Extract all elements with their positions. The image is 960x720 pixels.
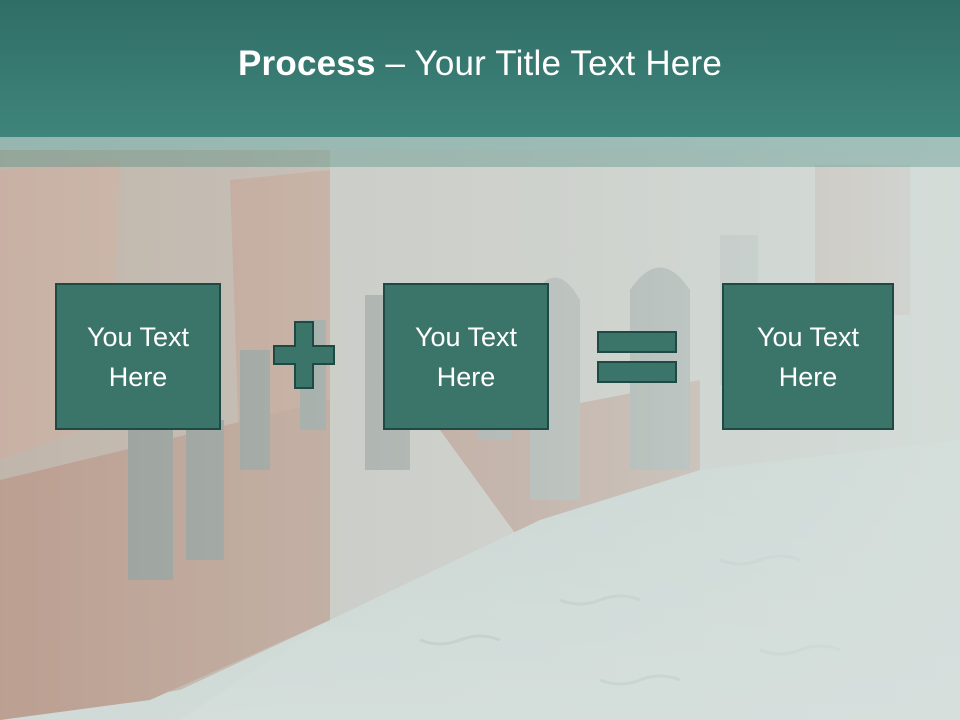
slide-title: Process – Your Title Text Here: [238, 44, 722, 84]
process-box-3: You Text Here: [722, 283, 894, 430]
title-bar: Process – Your Title Text Here: [0, 0, 960, 137]
title-bold: Process: [238, 43, 376, 83]
equals-icon: [597, 331, 677, 383]
title-rest: – Your Title Text Here: [375, 43, 722, 83]
process-box-1: You Text Here: [55, 283, 221, 430]
title-shadow-strip: [0, 137, 960, 167]
plus-icon: [273, 321, 335, 389]
process-box-2: You Text Here: [383, 283, 549, 430]
